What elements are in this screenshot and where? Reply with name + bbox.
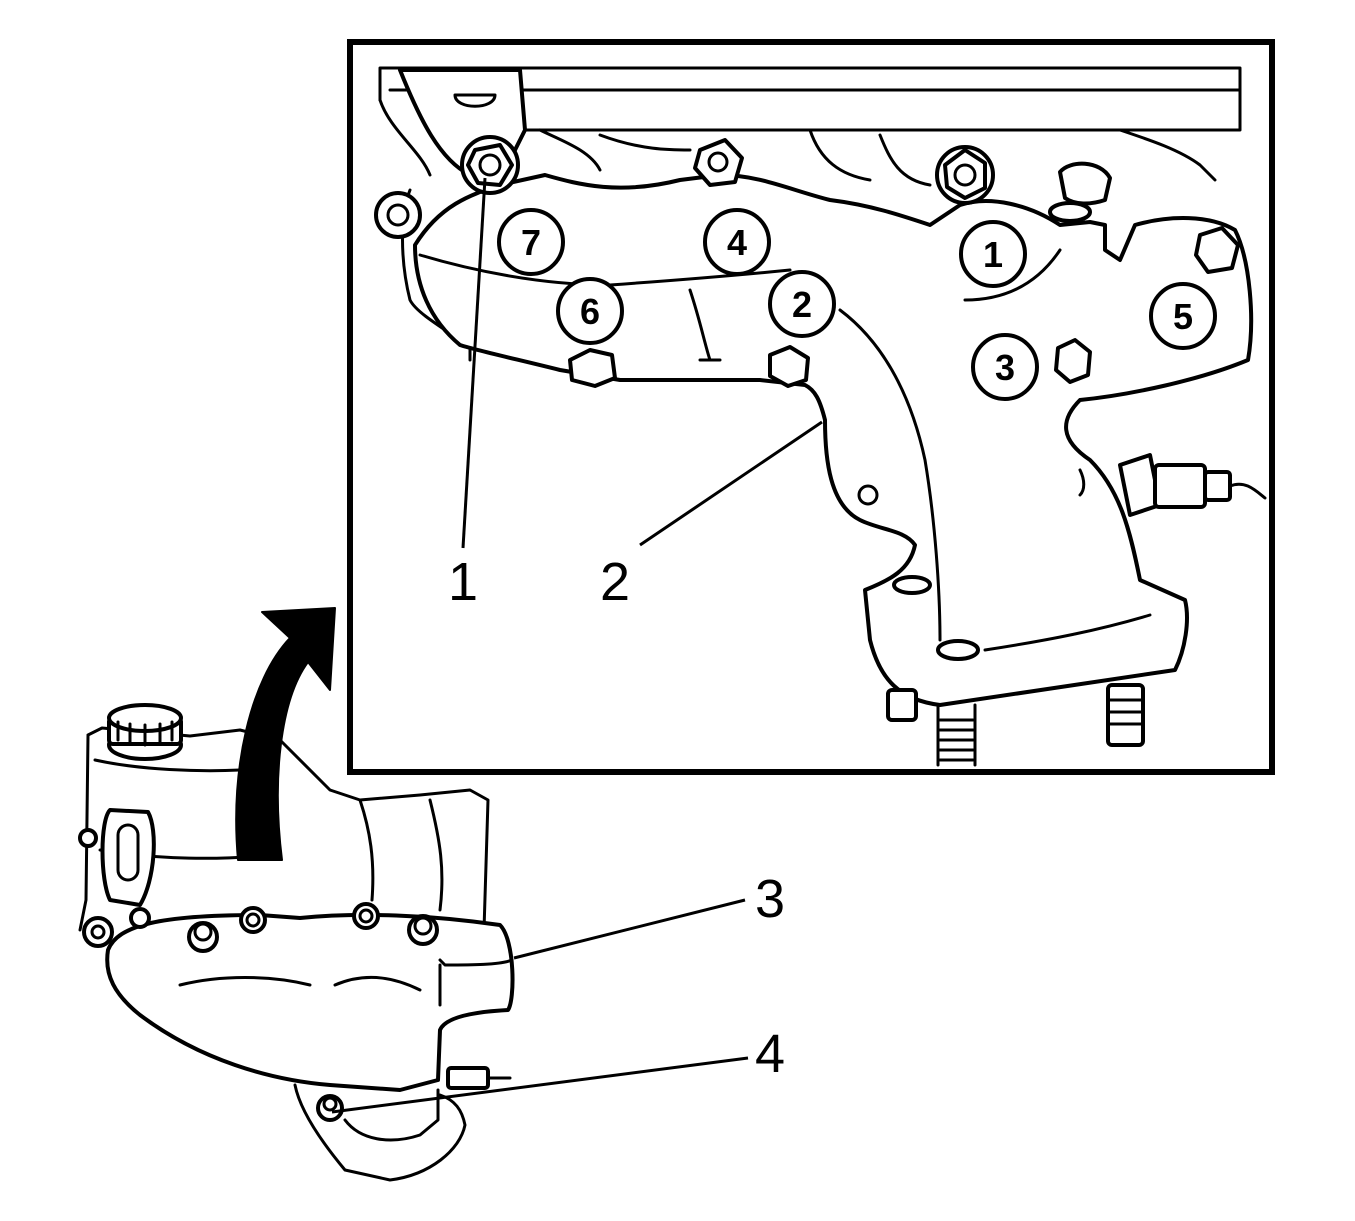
sequence-marker-3: 3: [971, 333, 1039, 401]
detail-view: 1 2 3 4 5 6 7: [347, 39, 1275, 775]
sequence-marker-4: 4: [703, 208, 771, 276]
callout-label-3: 3: [755, 869, 785, 929]
manifold-nut: [1194, 226, 1240, 274]
leader-line-2: [639, 420, 823, 547]
svg-text:3: 3: [995, 347, 1015, 388]
callout-labels: 1 2 3 4: [448, 552, 785, 1084]
sequence-marker-1: 1: [959, 220, 1027, 288]
svg-text:6: 6: [580, 291, 600, 332]
manifold-nuts: [460, 135, 1240, 388]
leader-line-1: [461, 177, 487, 549]
magnify-arrow: [235, 607, 336, 861]
svg-text:7: 7: [521, 222, 541, 263]
heat-shield-fastener: [316, 1094, 344, 1122]
svg-text:1: 1: [983, 234, 1003, 275]
sequence-marker-7: 7: [497, 208, 565, 276]
engine-overview: [78, 607, 515, 1182]
manifold-nut: [1054, 338, 1092, 384]
svg-text:2: 2: [792, 284, 812, 325]
manifold-studs: [886, 683, 1145, 767]
leader-lines: [331, 177, 823, 1114]
manifold-nut: [568, 348, 617, 388]
sequence-marker-5: 5: [1149, 282, 1217, 350]
heat-shield: [105, 902, 515, 1092]
leader-line-3: [513, 898, 746, 960]
lifting-bracket: [78, 808, 156, 948]
sequence-marker-6: 6: [556, 277, 624, 345]
oxygen-sensor: [1118, 453, 1267, 517]
callout-label-4: 4: [755, 1024, 785, 1084]
callout-label-2: 2: [600, 552, 630, 612]
svg-text:4: 4: [727, 222, 747, 263]
manifold-nut-callout-1: [460, 135, 520, 195]
manifold-nut: [935, 145, 995, 205]
manifold-nut: [768, 345, 810, 388]
svg-text:5: 5: [1173, 296, 1193, 337]
tightening-sequence: 1 2 3 4 5 6 7: [497, 208, 1217, 401]
leader-line-4: [331, 1056, 749, 1114]
manifold-nut: [693, 138, 744, 187]
oil-filler-cap: [107, 703, 183, 761]
sequence-marker-2: 2: [768, 270, 836, 338]
callout-label-1: 1: [448, 552, 478, 612]
